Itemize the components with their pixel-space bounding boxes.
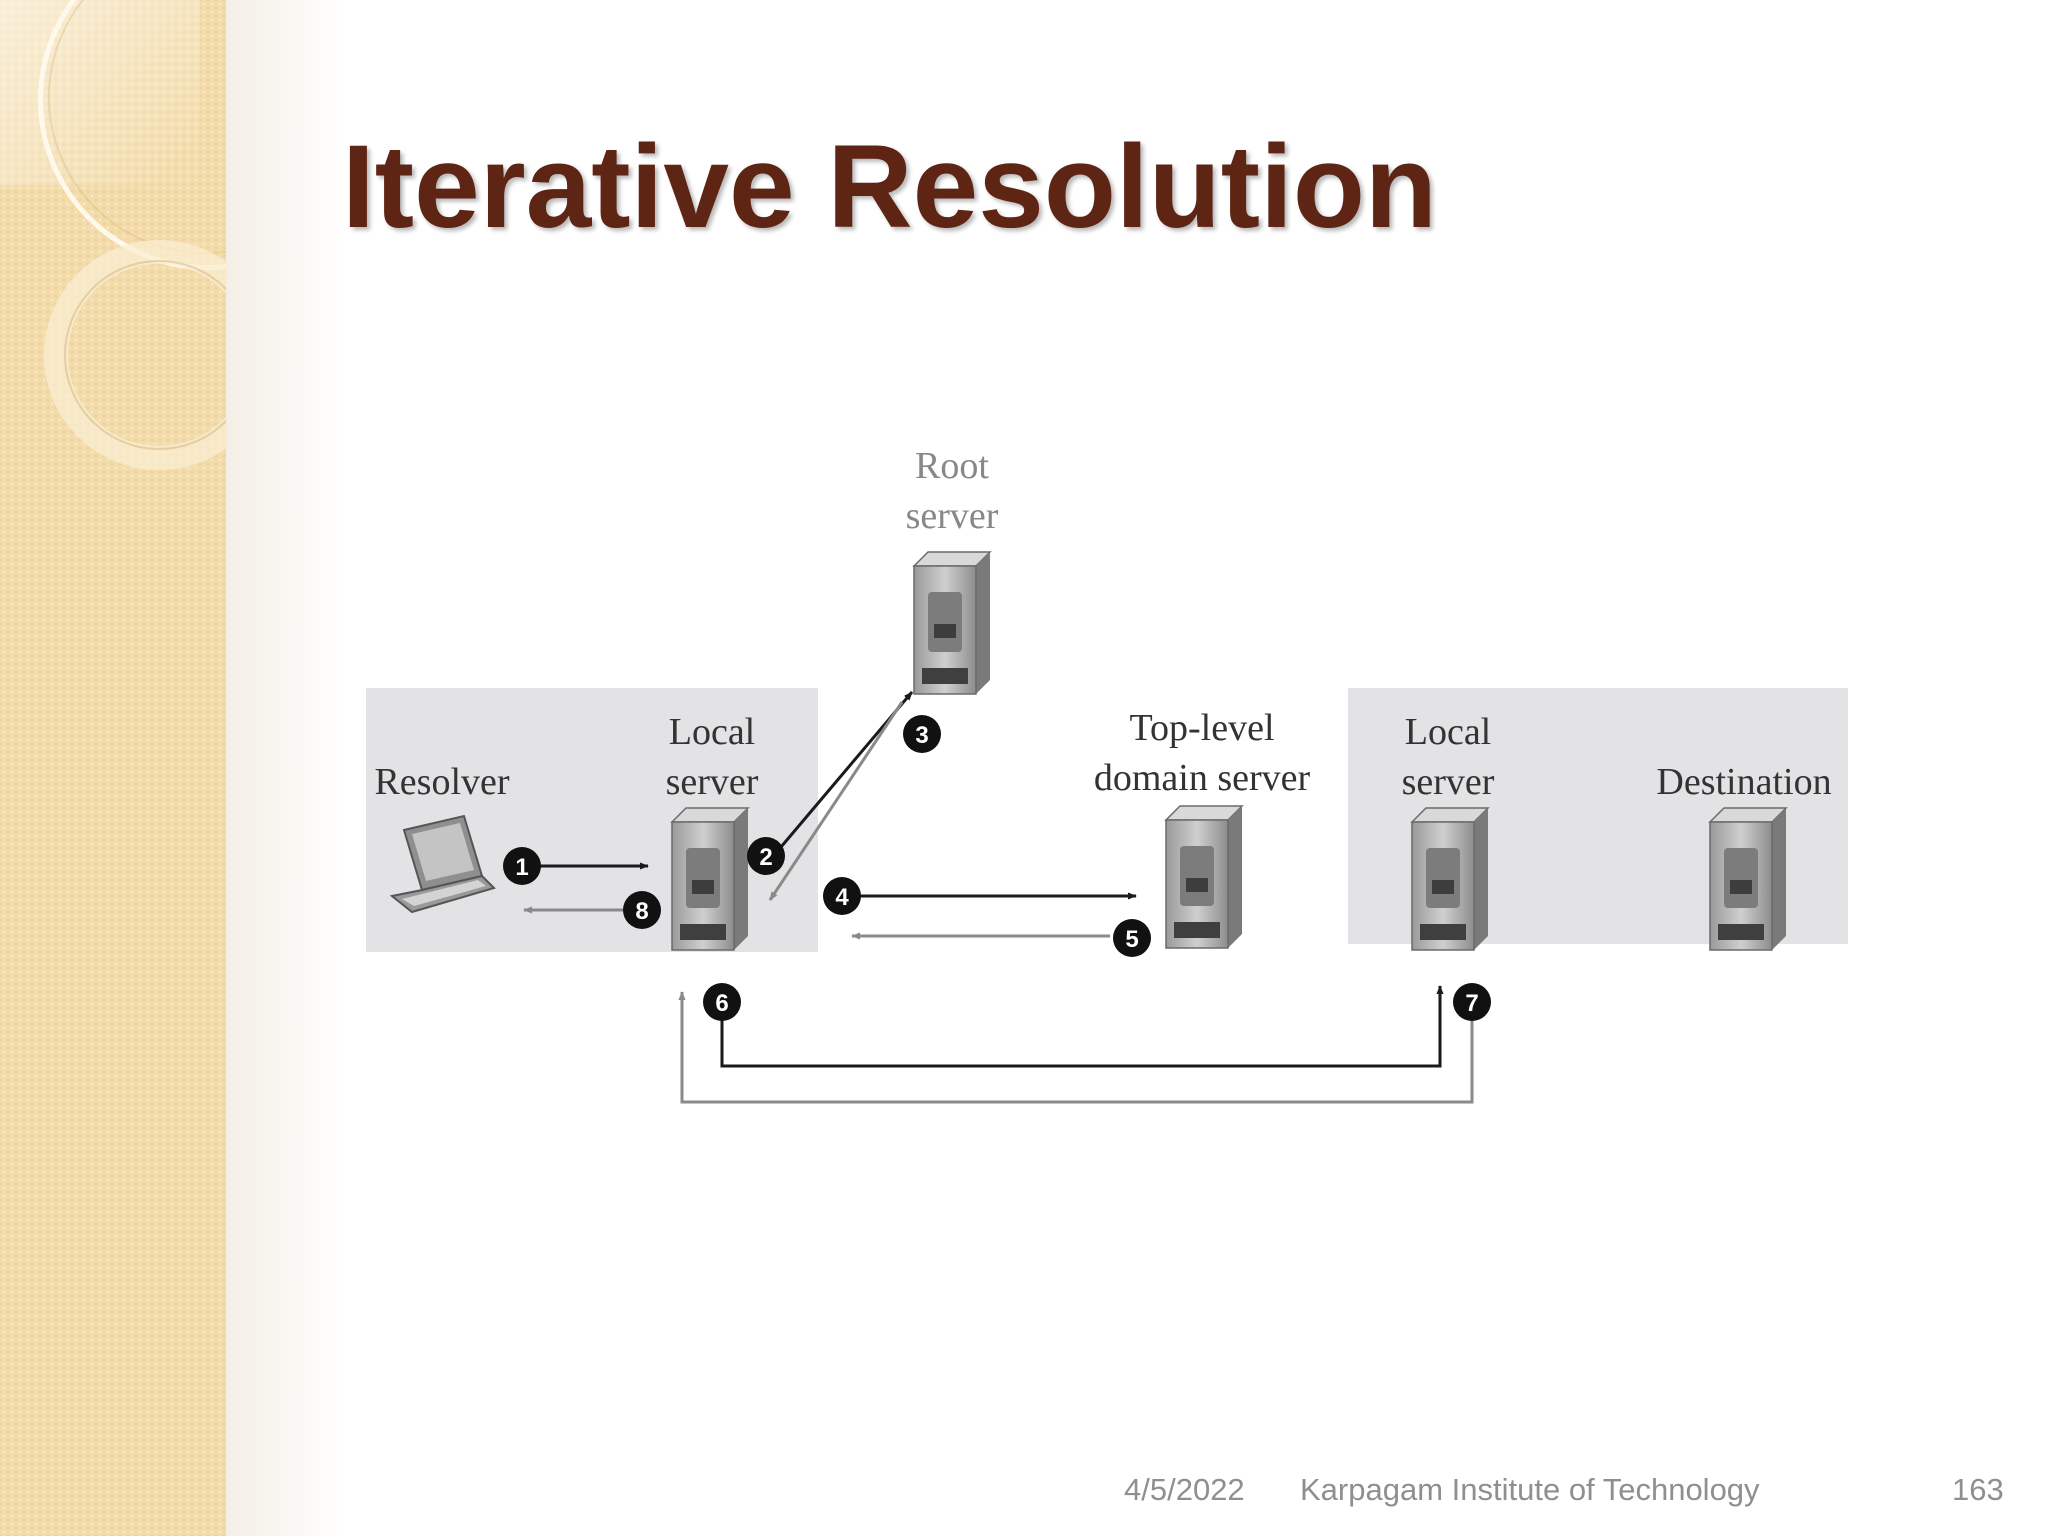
step-number-3: 3: [915, 722, 928, 749]
server-icon: [670, 807, 750, 951]
server-icon: [912, 551, 992, 695]
step-badge-3: 3: [903, 715, 941, 753]
local-server-source-label-line1: Local: [669, 711, 756, 753]
step-number-8: 8: [635, 898, 648, 925]
arrow-step-7: [678, 991, 1474, 1104]
step-badge-4: 4: [823, 877, 861, 915]
step-badge-5: 5: [1113, 919, 1151, 957]
step-number-5: 5: [1125, 926, 1138, 953]
server-icon: [1410, 807, 1490, 951]
local-server-destination-label-line2: server: [1402, 761, 1495, 803]
root-server-label-line2: server: [906, 495, 999, 537]
local-server-source-label-line2: server: [666, 761, 759, 803]
step-badge-1: 1: [503, 847, 541, 885]
step-number-2: 2: [759, 844, 772, 871]
step-badge-7: 7: [1453, 983, 1491, 1021]
decorative-ring-small-inner: [64, 260, 226, 450]
tld-server-label-line2: domain server: [1094, 757, 1311, 799]
arrow-step-3: [768, 701, 904, 901]
step-number-1: 1: [515, 854, 528, 881]
arrow-step-6: [720, 985, 1444, 1068]
resolver-label: Resolver: [374, 761, 509, 803]
laptop-icon: [389, 814, 496, 914]
tld-server-label-line1: Top-level: [1129, 707, 1274, 749]
footer-page-number: 163: [1952, 1472, 2004, 1507]
step-badge-2: 2: [747, 837, 785, 875]
step-badge-8: 8: [623, 891, 661, 929]
decorative-sidebar: [0, 0, 226, 1536]
step-number-7: 7: [1465, 990, 1478, 1017]
root-server-label-line1: Root: [915, 445, 989, 487]
destination-label: Destination: [1656, 761, 1831, 803]
footer-date: 4/5/2022: [1124, 1472, 1245, 1507]
step-number-4: 4: [835, 884, 849, 911]
step-badge-6: 6: [703, 983, 741, 1021]
sidebar-fade: [226, 0, 346, 1536]
server-icon: [1708, 807, 1788, 951]
slide-title: Iterative Resolution: [342, 121, 1438, 253]
footer-organization: Karpagam Institute of Technology: [1300, 1472, 1760, 1507]
step-number-6: 6: [715, 990, 728, 1017]
server-icon: [1164, 805, 1244, 949]
local-server-destination-label-line1: Local: [1405, 711, 1492, 753]
